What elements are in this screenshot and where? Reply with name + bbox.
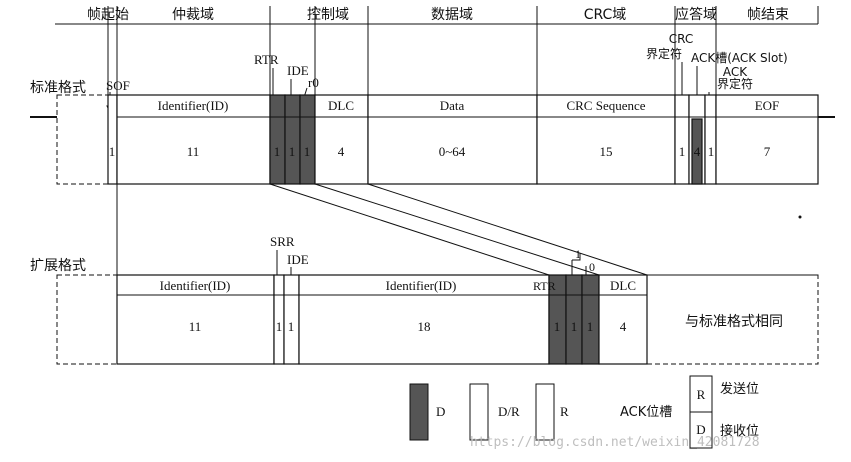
crc-sequence-field <box>536 94 676 185</box>
ack-delimiter-bits: 1 <box>708 144 715 159</box>
header-frame-end: 帧结束 <box>747 7 789 23</box>
srr-label: SRR <box>270 234 295 249</box>
legend-dr-label: D/R <box>498 404 520 419</box>
r1-label: 1 <box>575 247 581 261</box>
ack-slot-r: R <box>697 387 706 402</box>
legend-dr-swatch <box>469 383 489 441</box>
ext-identifier-a-bits: 11 <box>189 319 202 334</box>
ack-delimiter-label-1: ACK <box>723 65 748 79</box>
dlc-bits: 4 <box>338 144 345 159</box>
header-data: 数据域 <box>431 7 473 23</box>
ext-identifier-b-field <box>298 274 550 365</box>
top-section-headers: 帧起始 仲裁域 控制域 数据域 CRC域 应答域 帧结束 <box>55 6 819 184</box>
data-field <box>367 94 538 185</box>
header-control: 控制域 <box>307 7 349 23</box>
header-frame-start: 帧起始 <box>87 7 129 23</box>
ext-rtr-label: RTR <box>533 279 556 293</box>
same-as-standard-note: 与标准格式相同 <box>685 314 783 330</box>
crc-delimiter-label-1: CRC <box>669 32 694 46</box>
ext-identifier-a-name: Identifier(ID) <box>160 278 231 293</box>
ext-r0-label: 0 <box>589 260 595 274</box>
format-connector-lines <box>116 183 648 276</box>
r1-bits: 1 <box>571 319 578 334</box>
ext-rtr-bits: 1 <box>554 319 561 334</box>
sof-field <box>107 94 118 185</box>
send-bit-label: 发送位 <box>720 381 759 397</box>
eof-name: EOF <box>755 98 780 113</box>
ext-ide-bits: 1 <box>288 319 295 334</box>
header-ack: 应答域 <box>675 6 717 23</box>
r0-bits: 1 <box>304 144 311 159</box>
data-name: Data <box>440 98 465 113</box>
ext-identifier-b-bits: 18 <box>418 319 431 334</box>
crc-delimiter-bits: 1 <box>679 144 686 159</box>
ack-bit-slot-label: ACK位槽 <box>620 405 672 420</box>
stray-dot <box>798 215 802 219</box>
ext-ide-label: IDE <box>287 252 309 267</box>
legend-recessive-label: R <box>560 404 569 419</box>
ext-dlc-bits: 4 <box>620 319 627 334</box>
header-crc: CRC域 <box>584 7 627 23</box>
standard-format: 标准格式 SOF RTR IDE r0 CRC 界定符 ACK槽(ACK Slo… <box>30 32 835 185</box>
crc-bits: 15 <box>600 144 613 159</box>
crc-sequence-name: CRC Sequence <box>566 98 645 113</box>
data-bits: 0~64 <box>439 144 466 159</box>
ext-r0-bits: 1 <box>587 319 594 334</box>
legend-dominant-label: D <box>436 404 445 419</box>
ide-field <box>284 94 301 185</box>
srr-bits: 1 <box>276 319 283 334</box>
extended-format-label: 扩展格式 <box>30 258 86 274</box>
extended-format: 扩展格式 SRR IDE 1 0 Identifier(ID) Identifi… <box>30 234 819 365</box>
watermark: https://blog.csdn.net/weixin_42081728 <box>470 435 760 450</box>
ack-delimiter-field <box>704 94 717 185</box>
r0-label: r0 <box>308 75 319 90</box>
ide-bits: 1 <box>289 144 296 159</box>
ack-delimiter-label-2: 界定符 <box>717 76 753 91</box>
ext-identifier-a-field <box>116 274 275 365</box>
ack-slot-d: D <box>696 422 705 437</box>
sof-label: SOF <box>106 78 130 93</box>
dlc-field <box>314 94 369 185</box>
crc-delimiter-field <box>674 94 690 185</box>
rtr-field <box>269 94 286 185</box>
r0-field <box>299 94 316 185</box>
identifier-bits: 11 <box>187 144 200 159</box>
ext-dlc-name: DLC <box>610 278 636 293</box>
legend: D D/R R ACK位槽 R D 发送位 接收位 <box>409 375 759 449</box>
legend-recessive-swatch <box>535 383 555 441</box>
eof-bits: 7 <box>764 144 771 159</box>
eof-field <box>715 94 819 185</box>
ext-identifier-b-name: Identifier(ID) <box>386 278 457 293</box>
ack-slot-label: ACK槽(ACK Slot) <box>691 51 788 65</box>
recv-bit-label: 接收位 <box>720 423 759 439</box>
legend-dominant-swatch <box>409 383 429 441</box>
rtr-bits: 1 <box>274 144 281 159</box>
ide-label: IDE <box>287 63 309 78</box>
ack-slot-dominant <box>691 118 703 185</box>
ext-dlc-field <box>598 274 648 365</box>
identifier-name: Identifier(ID) <box>158 98 229 113</box>
ack-slot-bits: 4 <box>694 144 701 159</box>
standard-format-label: 标准格式 <box>30 80 86 96</box>
rtr-label: RTR <box>254 52 279 67</box>
sof-bits: 1 <box>109 144 116 159</box>
header-arbitration: 仲裁域 <box>172 7 214 23</box>
dlc-name: DLC <box>328 98 354 113</box>
crc-delimiter-label-2: 界定符 <box>646 46 682 61</box>
